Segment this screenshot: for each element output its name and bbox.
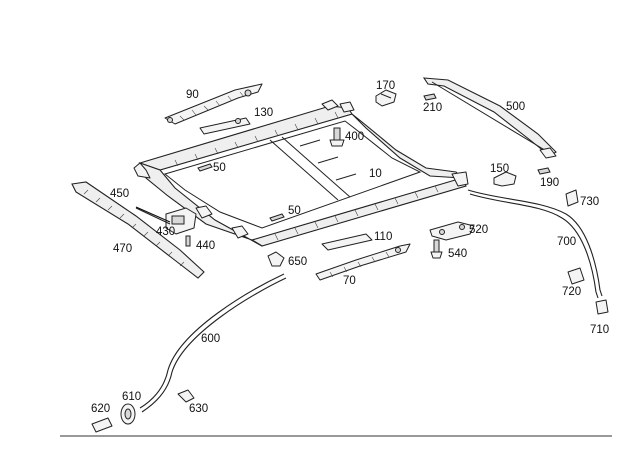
wind-deflector-part-500 [422, 77, 557, 159]
callout-610: 610 [122, 391, 141, 403]
callout-50-b: 50 [288, 205, 301, 217]
callout-90: 90 [186, 89, 199, 101]
callout-600: 600 [201, 333, 220, 345]
end-piece-part-710 [595, 299, 609, 315]
clip-part-720 [567, 267, 585, 285]
rod-part-450 [135, 207, 171, 225]
grommet-part-610 [120, 403, 136, 425]
leader-line-450 [135, 206, 171, 223]
callout-650: 650 [288, 256, 307, 268]
callout-500: 500 [506, 101, 525, 113]
screw-part-50-a [197, 163, 213, 172]
callout-440: 440 [196, 240, 215, 252]
screw-part-190 [537, 167, 551, 175]
callout-700: 700 [557, 236, 576, 248]
bolt-part-400 [329, 127, 345, 147]
callout-190: 190 [540, 177, 559, 189]
callout-540: 540 [448, 248, 467, 260]
callout-70: 70 [343, 275, 356, 287]
callout-520: 520 [469, 224, 488, 236]
screw-part-50-b [269, 213, 285, 222]
bracket-part-150 [493, 171, 517, 187]
callout-150: 150 [490, 163, 509, 175]
connector-part-650 [267, 251, 285, 267]
callout-430: 430 [156, 226, 175, 238]
clip-part-170 [375, 89, 397, 107]
callout-730: 730 [580, 196, 599, 208]
end-piece-part-620 [91, 417, 113, 433]
callout-50-a: 50 [213, 162, 226, 174]
drive-motor-part-430 [165, 207, 197, 235]
callout-210: 210 [423, 102, 442, 114]
callout-720: 720 [562, 286, 581, 298]
callout-110: 110 [374, 231, 392, 243]
clip-part-730 [565, 189, 579, 207]
screw-part-210 [423, 93, 437, 101]
callout-170: 170 [376, 80, 395, 92]
guide-part-110 [321, 233, 373, 251]
callout-620: 620 [91, 403, 110, 415]
drain-hose-part-600 [139, 273, 287, 413]
bolt-part-540 [430, 239, 443, 259]
roof-frame-part-10 [133, 99, 469, 247]
drain-hose-part-700 [467, 189, 603, 299]
bracket-part-130 [199, 117, 251, 135]
callout-10: 10 [369, 168, 382, 180]
callout-470: 470 [113, 243, 132, 255]
callout-130: 130 [254, 107, 273, 119]
guide-rail-part-90 [164, 83, 263, 125]
clip-part-630 [177, 389, 195, 403]
guide-rail-part-70 [315, 243, 411, 281]
bracket-part-520 [429, 221, 475, 241]
callout-710: 710 [590, 324, 609, 336]
callout-400: 400 [345, 131, 364, 143]
bolt-part-440 [185, 235, 191, 247]
seal-strip-part-470 [71, 181, 205, 279]
callout-630: 630 [189, 403, 208, 415]
callout-450: 450 [110, 188, 129, 200]
